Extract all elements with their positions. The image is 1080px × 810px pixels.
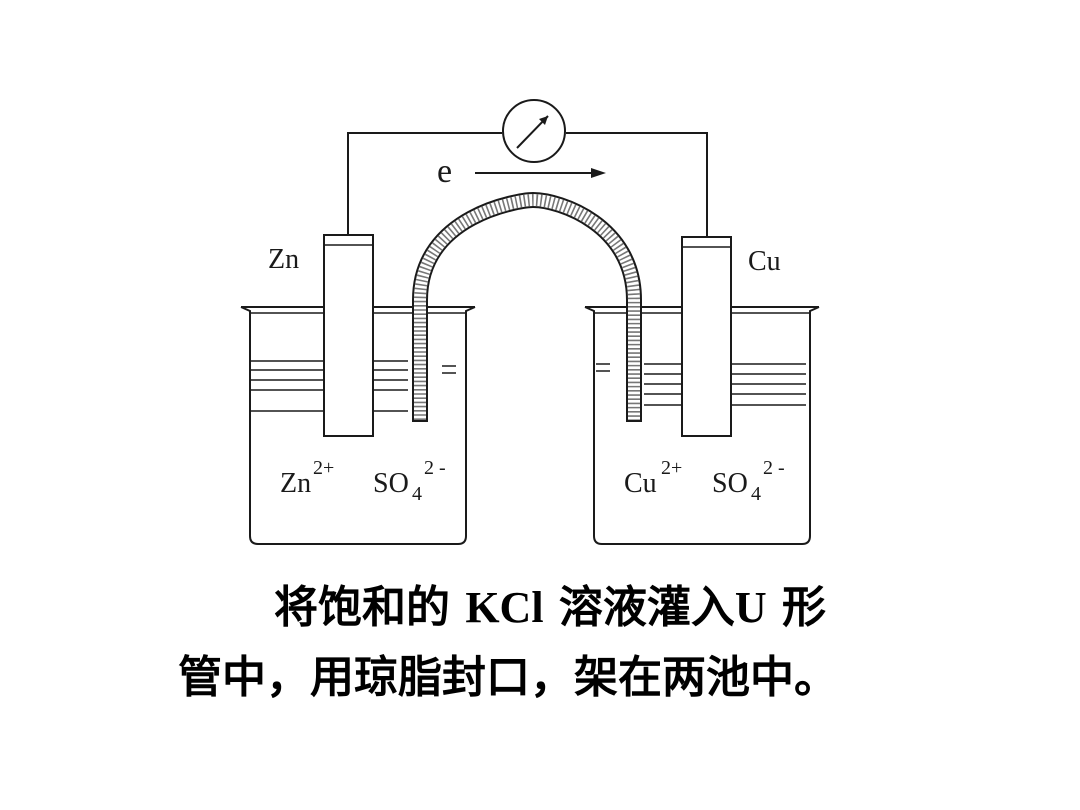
external-wire-right	[566, 132, 708, 237]
caption-line-1: 将饱和的 KCl 溶液灌入U 形	[274, 586, 1080, 630]
galvanometer-icon	[502, 99, 566, 163]
zinc-electrode	[323, 234, 374, 437]
left-cation: Zn 2+	[280, 457, 334, 499]
zn-electrode-label: Zn	[268, 244, 299, 275]
caption-text-1a: 将饱和的	[274, 582, 450, 633]
caption-kcl: KCl	[465, 583, 544, 632]
electron-label: e	[437, 153, 452, 190]
caption-u: U	[734, 583, 767, 632]
galvanic-cell-diagram: e	[240, 99, 820, 545]
caption-text-1c: 溶液灌入	[558, 582, 735, 633]
copper-electrode	[681, 236, 732, 437]
left-anion: SO 4 2 -	[373, 457, 446, 507]
cu-electrode-label: Cu	[748, 246, 781, 277]
external-wire	[347, 132, 502, 235]
right-cation: Cu 2+	[624, 457, 682, 499]
right-anion: SO 4 2 -	[712, 457, 785, 507]
salt-bridge	[412, 191, 642, 422]
caption-text-1e: 形	[782, 582, 826, 633]
electron-flow-arrow	[475, 168, 606, 178]
caption-line-2: 管中，用琼脂封口，架在两池中。	[178, 652, 838, 703]
